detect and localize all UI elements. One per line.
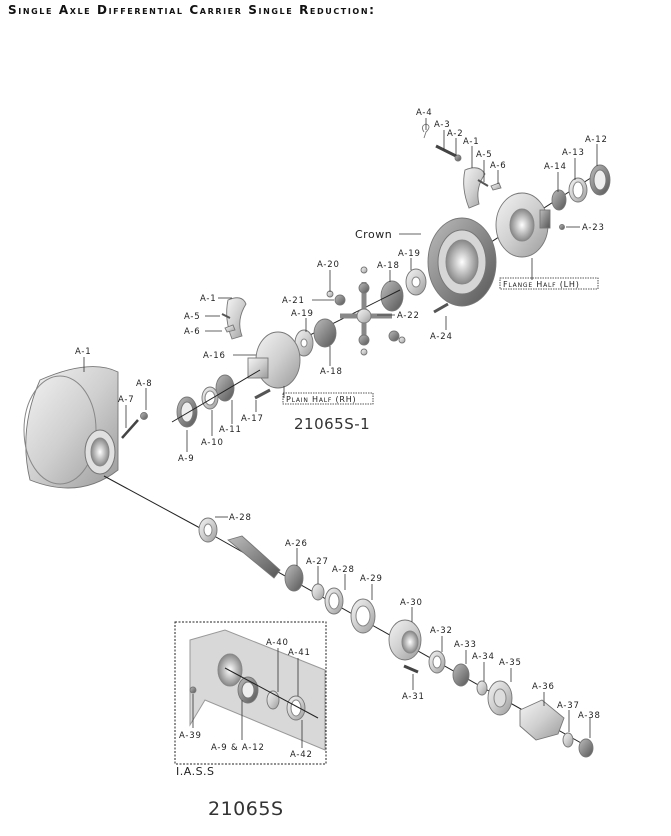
bolt-part	[435, 144, 457, 158]
label-a12: A-12	[585, 135, 608, 145]
label-a14: A-14	[544, 162, 567, 172]
label-a6-top: A-6	[490, 161, 507, 171]
label-a20: A-20	[317, 260, 340, 270]
label-a4: A-4	[416, 108, 433, 118]
nut-part	[140, 412, 148, 420]
pin-part	[477, 179, 489, 187]
label-a11: A-11	[219, 425, 242, 435]
label-a8: A-8	[136, 379, 153, 389]
sub-assembly-code: 21065S-1	[294, 415, 370, 433]
diagram-title: Single Axle Differential Carrier Single …	[8, 3, 376, 17]
label-a42: A-42	[290, 750, 313, 760]
lock-part	[490, 182, 502, 191]
label-plain-half: Plain Half (RH)	[286, 395, 356, 404]
housing-group	[23, 366, 201, 529]
label-a3: A-3	[434, 120, 451, 130]
spider-group	[171, 266, 406, 428]
label-a28: A-28	[332, 565, 355, 575]
label-a27: A-27	[306, 557, 329, 567]
flange-half-group	[380, 123, 611, 314]
label-a36: A-36	[532, 682, 555, 692]
bolt-part	[403, 664, 419, 674]
label-a26: A-26	[285, 539, 308, 549]
bearing-cone-part	[215, 374, 235, 402]
label-a1-mid: A-1	[200, 294, 217, 304]
pinion-gear-part	[358, 282, 370, 294]
part-labels: A-4 A-3 A-2 A-1 A-5 A-6 A-14 A-13 A-12 A…	[75, 108, 608, 820]
label-a21: A-21	[282, 296, 305, 306]
bolt-part	[433, 302, 449, 314]
stud-part	[121, 419, 139, 439]
label-a9: A-9	[178, 454, 195, 464]
label-a37: A-37	[557, 701, 580, 711]
label-a18-left: A-18	[320, 367, 343, 377]
label-a32: A-32	[430, 626, 453, 636]
bolt-part	[254, 388, 271, 400]
label-a9-a12: A-9 & A-12	[211, 743, 265, 753]
label-crown: Crown	[355, 228, 392, 241]
side-gear-part	[380, 280, 404, 312]
label-a23: A-23	[582, 223, 605, 233]
drive-pinion-part	[227, 535, 281, 579]
label-a17: A-17	[241, 414, 264, 424]
label-a19-right: A-19	[398, 249, 421, 259]
label-a18-right: A-18	[377, 261, 400, 271]
label-a24: A-24	[430, 332, 453, 342]
label-a7: A-7	[118, 395, 135, 405]
main-assembly-code: 21065S	[208, 798, 284, 820]
iass-inset	[174, 621, 327, 765]
label-flange-half: Flange Half (LH)	[503, 280, 580, 289]
label-a5-top: A-5	[476, 150, 493, 160]
label-a39: A-39	[179, 731, 202, 741]
pinion-group	[198, 517, 594, 758]
label-a5-mid: A-5	[184, 312, 201, 322]
plain-half-tag-frame	[282, 392, 374, 405]
label-a2: A-2	[447, 129, 464, 139]
label-a10: A-10	[201, 438, 224, 448]
label-a31: A-31	[402, 692, 425, 702]
pinion-nut-part	[578, 738, 594, 758]
bearing-cone-part	[452, 663, 470, 687]
label-a29: A-29	[360, 574, 383, 584]
label-a1-housing: A-1	[75, 347, 92, 357]
label-a19-left: A-19	[291, 309, 314, 319]
flange-bolt-part	[559, 224, 565, 230]
label-iass: I.A.S.S	[176, 765, 215, 778]
label-a6-mid: A-6	[184, 327, 201, 337]
label-a41: A-41	[288, 648, 311, 658]
label-a38: A-38	[578, 711, 601, 721]
spacer-part	[311, 583, 325, 601]
bearing-cone-part	[284, 564, 304, 592]
label-a1-top: A-1	[463, 137, 480, 147]
flange-half-tag-frame	[499, 277, 599, 290]
washer-part	[562, 732, 574, 748]
label-a16: A-16	[203, 351, 226, 361]
label-a13: A-13	[562, 148, 585, 158]
leader-lines	[83, 118, 598, 748]
washer-part	[454, 154, 462, 162]
label-a28-top: A-28	[229, 513, 252, 523]
label-a22: A-22	[397, 311, 420, 321]
label-a33: A-33	[454, 640, 477, 650]
label-a35: A-35	[499, 658, 522, 668]
label-a34: A-34	[472, 652, 495, 662]
bearing-cone-part	[551, 189, 567, 211]
label-a30: A-30	[400, 598, 423, 608]
washer-part	[476, 680, 488, 696]
side-gear-left-part	[313, 318, 337, 348]
companion-flange-part	[519, 699, 565, 741]
label-a40: A-40	[266, 638, 289, 648]
bearing-cap-part	[463, 167, 486, 209]
